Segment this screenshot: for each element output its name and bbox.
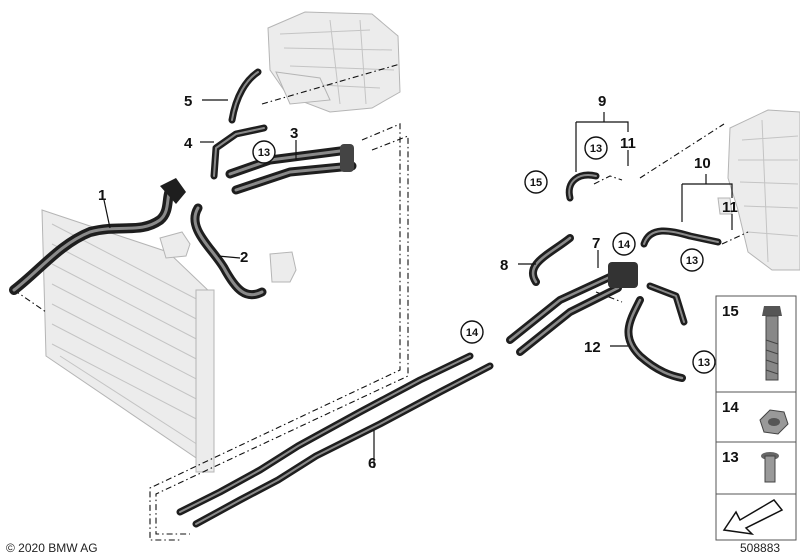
svg-text:14: 14 — [466, 327, 479, 339]
electric-machine-right — [727, 109, 800, 271]
svg-text:14: 14 — [618, 239, 631, 251]
callout-8: 8 — [500, 257, 508, 274]
legend-panel-13 — [715, 441, 797, 495]
callout-labels: 1 2 3 4 5 6 7 8 9 10 11 11 12 — [98, 93, 738, 472]
callout-2: 2 — [240, 249, 248, 266]
callout-5: 5 — [184, 93, 192, 110]
legend-number-13: 13 — [722, 449, 739, 466]
hose-1 — [9, 178, 186, 295]
hose-4 — [210, 124, 268, 180]
circled-callout-15: 15 — [524, 170, 548, 194]
valve-ghost — [269, 251, 297, 283]
callout-3: 3 — [290, 125, 298, 142]
hose-5 — [228, 68, 262, 124]
callout-11a: 11 — [620, 135, 636, 152]
legend-number-14: 14 — [722, 399, 739, 416]
circled-callout-14a: 14 — [612, 232, 636, 256]
routing-lines — [13, 63, 749, 541]
svg-text:13: 13 — [590, 143, 602, 155]
circled-callout-13d: 13 — [692, 350, 716, 374]
diagonal-arrow-icon — [722, 499, 784, 536]
hose-6 — [176, 352, 494, 528]
callout-4: 4 — [184, 135, 193, 152]
callout-11b: 11 — [722, 199, 738, 216]
callout-7: 7 — [592, 235, 600, 252]
callout-6: 6 — [368, 455, 376, 472]
hose-2 — [190, 203, 267, 300]
hose-9 — [565, 171, 600, 202]
hose-12 — [624, 282, 688, 382]
callout-1: 1 — [98, 187, 106, 204]
fastener-legend: 15 14 13 — [715, 295, 797, 541]
svg-text:15: 15 — [530, 177, 542, 189]
legend-number-15: 15 — [722, 303, 739, 320]
hose-8 — [529, 234, 574, 286]
circled-callout-13c: 13 — [680, 248, 704, 272]
svg-text:13: 13 — [698, 357, 710, 369]
callout-12: 12 — [584, 339, 601, 356]
radiator — [41, 209, 215, 473]
copyright-text: © 2020 BMW AG — [6, 541, 98, 555]
electric-machine-top — [267, 11, 401, 113]
hose-7 — [506, 272, 622, 356]
circled-callout-13b: 13 — [584, 136, 608, 160]
svg-text:13: 13 — [258, 147, 270, 159]
circled-callout-14b: 14 — [460, 320, 484, 344]
circled-callout-13a: 13 — [252, 140, 276, 164]
hose-3 — [225, 144, 357, 195]
legend-panel-15 — [715, 295, 797, 393]
svg-text:13: 13 — [686, 255, 698, 267]
small-bolt-icon — [761, 452, 779, 483]
pump-ghost-left — [159, 231, 191, 259]
pump-7 — [608, 262, 638, 288]
diagram-number: 508883 — [740, 541, 780, 555]
hose-10 — [640, 227, 722, 248]
bolt-with-washer-icon — [762, 306, 782, 381]
hex-nut-icon — [759, 409, 789, 435]
leader-lines — [103, 99, 733, 468]
callout-9: 9 — [598, 93, 606, 110]
callout-10: 10 — [694, 155, 711, 172]
